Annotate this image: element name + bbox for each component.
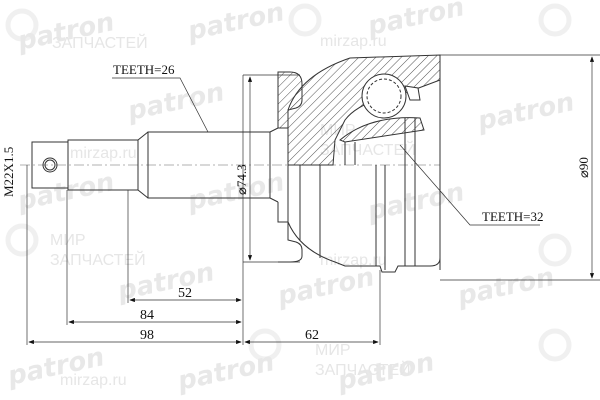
outer-housing (277, 54, 441, 270)
watermark-text: ЗАПЧАСТЕЙ (52, 33, 148, 52)
dimension-52: 52 (178, 286, 192, 301)
watermark-brand: patron (364, 177, 467, 227)
label-diameter-74: ⌀74.3 (234, 164, 249, 195)
dimension-lines (26, 54, 600, 345)
watermark-text: МИР (50, 232, 86, 249)
watermark-brand: patron (274, 262, 377, 312)
watermark-brand: patron (474, 87, 577, 137)
watermark-text: mirzap.ru (320, 33, 387, 50)
housing-lower (277, 165, 441, 273)
watermark-text: mirzap.ru (70, 145, 137, 162)
watermark-text: mirzap.ru (320, 252, 387, 269)
watermark-text: mirzap.ru (60, 372, 127, 389)
watermark-brand: patron (184, 0, 287, 47)
watermark-brand: patron (14, 167, 117, 217)
label-teeth-32: TEETH=32 (482, 209, 543, 224)
dimension-84: 84 (140, 308, 154, 323)
watermark-text: МИР (315, 342, 351, 359)
watermark-brand: patron (124, 77, 227, 127)
dimension-98: 98 (140, 328, 154, 343)
watermark-text: ЗАПЧАСТЕЙ (315, 360, 411, 379)
watermark-layer: patron patron patron patron patron patro… (4, 0, 577, 397)
watermark-text: ЗАПЧАСТЕЙ (50, 250, 146, 269)
watermark-text: ЗАПЧАСТЕЙ (320, 140, 416, 159)
watermark-brand: patron (174, 347, 277, 397)
watermark-brand: patron (454, 262, 557, 312)
label-diameter-90: ⌀90 (576, 157, 591, 178)
dimension-62: 62 (305, 328, 319, 343)
watermark-pin-icon (5, 3, 572, 362)
label-thread: M22X1.5 (1, 147, 16, 197)
label-teeth-26: TEETH=26 (113, 62, 175, 77)
stub-shaft (31, 127, 279, 203)
